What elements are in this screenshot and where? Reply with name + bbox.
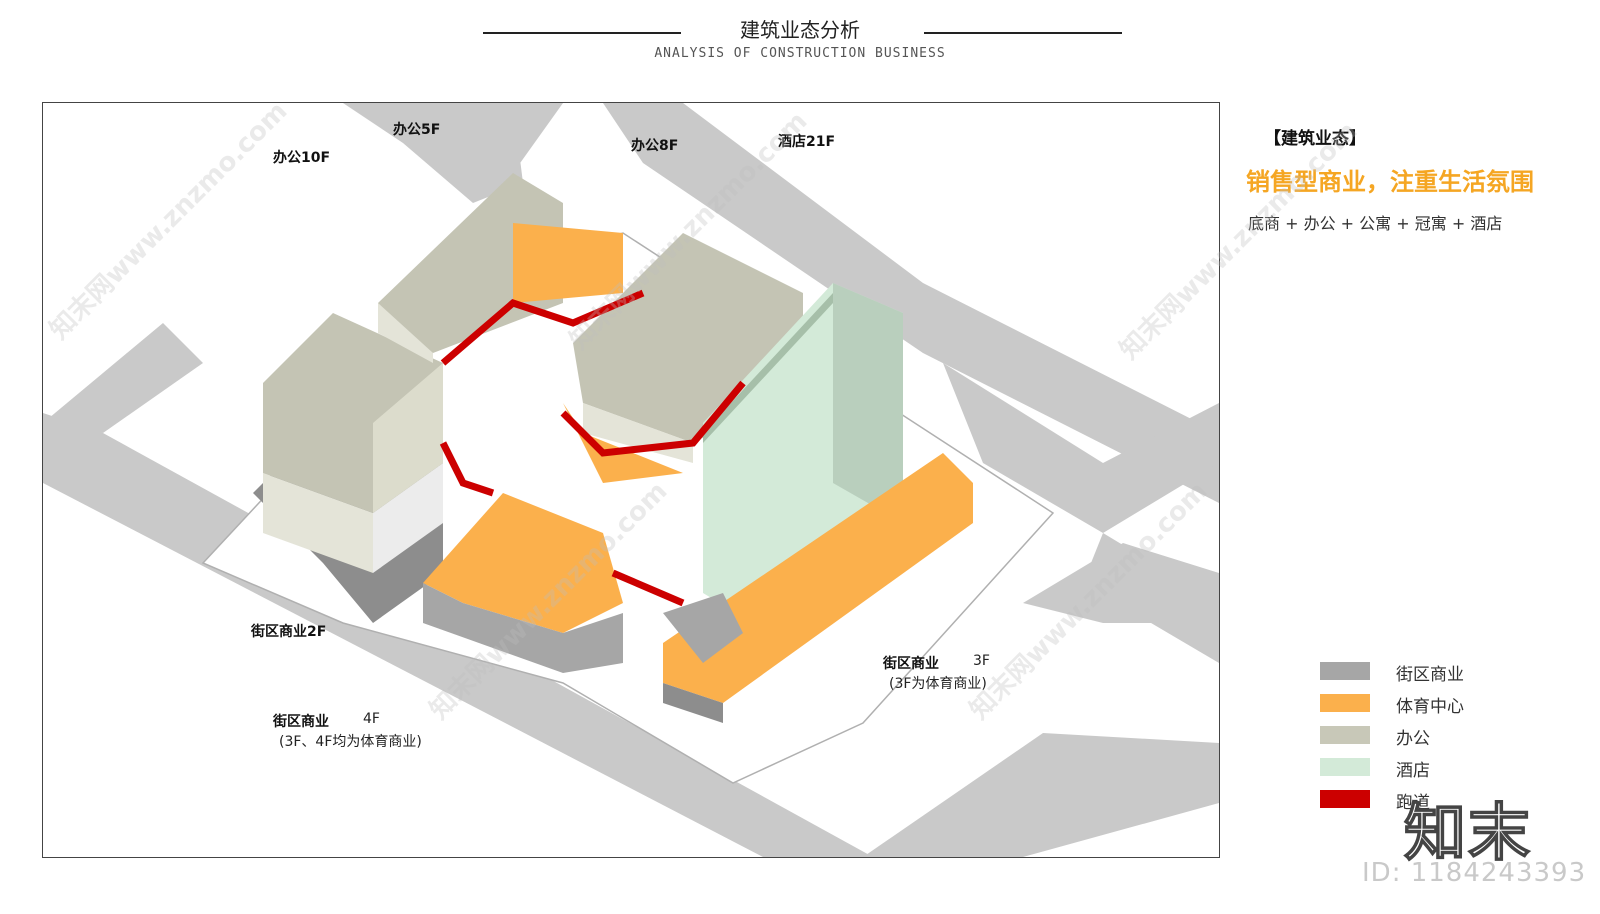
- legend-swatch: [1320, 694, 1370, 712]
- legend-item: 街区商业: [1320, 660, 1560, 685]
- legend-label: 街区商业: [1396, 665, 1464, 685]
- label-office-10f: 办公10F: [273, 150, 331, 166]
- watermark-id: ID: 1184243393: [1362, 858, 1587, 888]
- page-title: 建筑业态分析: [740, 18, 860, 42]
- commercial-4f-block: [423, 493, 623, 673]
- legend-label: 跑道: [1396, 793, 1430, 813]
- title-rule-right: [924, 32, 1122, 34]
- page-header: 建筑业态分析 ANALYSIS OF CONSTRUCTION BUSINESS: [0, 0, 1600, 80]
- legend-item: 办公: [1320, 724, 1560, 749]
- axonometric-site-drawing: [43, 103, 1219, 857]
- label-street-4f: 街区商业: [273, 714, 329, 730]
- panel-heading: 【建筑业态】: [1264, 129, 1366, 149]
- legend-item: 跑道: [1320, 788, 1560, 813]
- legend-label: 办公: [1396, 729, 1430, 749]
- label-street-4f-floors: 4F: [363, 711, 380, 727]
- label-office-8f: 办公8F: [631, 138, 679, 154]
- legend-label: 体育中心: [1396, 697, 1464, 717]
- panel-slogan: 销售型商业，注重生活氛围: [1246, 168, 1534, 196]
- watermark-logo: 知末: [1403, 795, 1533, 870]
- office-10f-block: [253, 313, 443, 623]
- legend-swatch: [1320, 790, 1370, 808]
- legend-item: 酒店: [1320, 756, 1560, 781]
- label-street-3f-floors: 3F: [973, 653, 990, 669]
- running-track: [439, 289, 746, 607]
- legend-swatch: [1320, 726, 1370, 744]
- page-subtitle: ANALYSIS OF CONSTRUCTION BUSINESS: [654, 46, 946, 61]
- legend-swatch: [1320, 662, 1370, 680]
- label-street-2f: 街区商业2F: [251, 624, 327, 640]
- label-street-3f-note: (3F为体育商业): [889, 676, 987, 692]
- panel-business-mix: 底商 + 办公 + 公寓 + 冠寓 + 酒店: [1248, 214, 1503, 233]
- title-rule-left: [483, 32, 681, 34]
- office-5f-block: [378, 173, 623, 363]
- label-hotel-21f: 酒店21F: [778, 134, 836, 150]
- legend-label: 酒店: [1396, 761, 1430, 781]
- label-office-5f: 办公5F: [393, 122, 441, 138]
- label-street-4f-note: (3F、4F均为体育商业): [279, 734, 422, 750]
- commercial-3f-block: [663, 453, 973, 723]
- legend-swatch: [1320, 758, 1370, 776]
- label-street-3f: 街区商业: [883, 656, 939, 672]
- legend-item: 体育中心: [1320, 692, 1560, 717]
- site-plan-diagram: 办公10F 办公5F 办公8F 酒店21F 街区商业2F 街区商业 3F (3F…: [42, 102, 1220, 858]
